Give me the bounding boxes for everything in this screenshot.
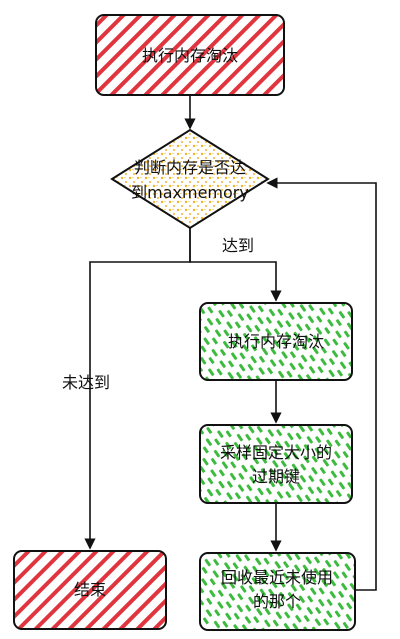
node-decision-maxmemory: 判断内存是否达 到maxmemory (110, 128, 270, 230)
edge-label-not-reached: 未达到 (62, 373, 110, 392)
node-decision-line1: 判断内存是否达 (134, 158, 246, 177)
edge-label-reached: 达到 (222, 236, 254, 255)
node-sample-keys: 采样固定大小的 过期键 (199, 424, 353, 504)
node-recycle-line2: 的那个 (253, 592, 301, 611)
node-start-evict: 执行内存淘汰 (95, 14, 285, 96)
node-sample-line2: 过期键 (252, 467, 300, 486)
node-evict-label: 执行内存淘汰 (228, 332, 324, 351)
node-evict: 执行内存淘汰 (199, 302, 353, 381)
node-sample-line1: 采样固定大小的 (220, 443, 332, 462)
node-start-label: 执行内存淘汰 (142, 46, 238, 65)
edge-recycle-loop-to-decision (266, 177, 377, 591)
node-decision-line2: 到maxmemory (131, 183, 249, 202)
node-end-label: 结束 (74, 580, 106, 599)
node-recycle-lru: 回收最近未使用 的那个 (199, 552, 356, 631)
node-recycle-line1: 回收最近未使用 (221, 568, 333, 587)
edge-decision-to-end (84, 228, 191, 550)
node-end: 结束 (13, 550, 167, 630)
